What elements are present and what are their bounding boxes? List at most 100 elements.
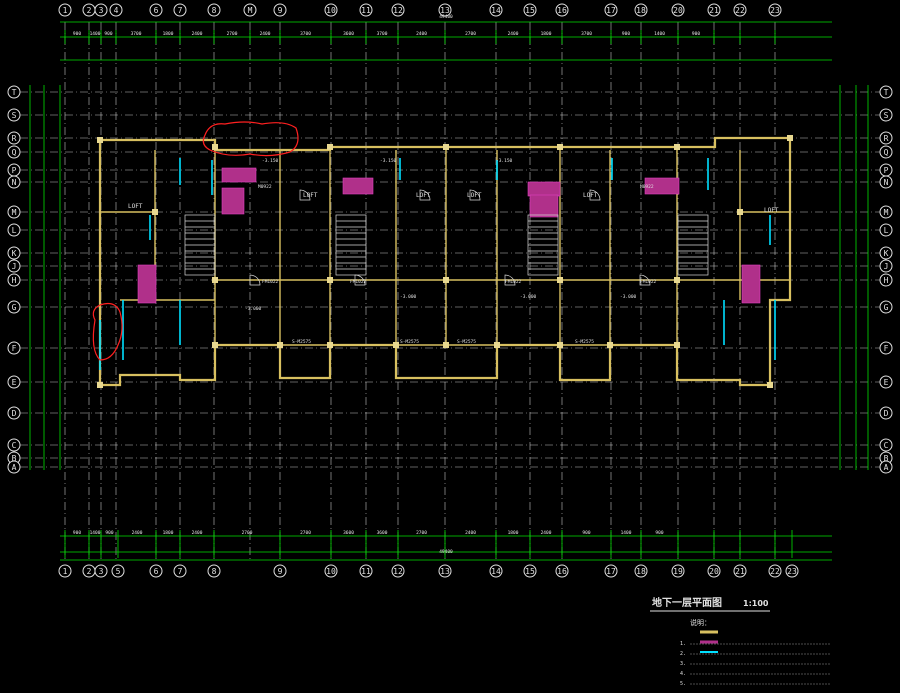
axis-bubble-circle	[879, 85, 893, 99]
axis-bubble: 23	[768, 3, 782, 17]
axis-bubble-circle	[391, 564, 405, 578]
axis-bubble-circle	[707, 3, 721, 17]
revision-cloud	[92, 302, 123, 361]
axis-bubble-label: 13	[440, 6, 450, 15]
axis-bubble: B	[879, 451, 893, 465]
axis-bubble-circle	[7, 460, 21, 474]
axis-bubble: 20	[707, 564, 721, 578]
axis-bubble: C	[879, 438, 893, 452]
axis-bubble-circle	[768, 3, 782, 17]
axis-bubble-label: 10	[326, 567, 336, 576]
axis-bubble: 14	[489, 564, 503, 578]
dimension-text-bottom: 3600	[377, 530, 388, 536]
dimension-text-top: 2400	[508, 31, 519, 37]
structural-column	[674, 144, 680, 150]
axis-bubble-circle	[7, 108, 21, 122]
elevation-label: -3.000	[520, 294, 537, 300]
door-tag: FM1022	[505, 279, 522, 285]
exterior-wall	[98, 136, 792, 387]
axis-bubble: 12	[391, 564, 405, 578]
axis-bubble-circle	[523, 3, 537, 17]
dimension-text-bottom: 2400	[192, 530, 203, 536]
axis-bubble-circle	[785, 564, 799, 578]
axis-bubble-circle	[359, 564, 373, 578]
dimension-text-top: 2400	[192, 31, 203, 37]
axis-bubble: A	[7, 460, 21, 474]
axis-bubble-circle	[149, 564, 163, 578]
axis-bubble-circle	[7, 205, 21, 219]
axis-bubble: N	[879, 175, 893, 189]
axis-bubble-label: Q	[884, 148, 889, 157]
axis-bubble-circle	[391, 3, 405, 17]
axis-bubble: 10	[324, 3, 338, 17]
notes-heading: 说明：	[690, 618, 711, 627]
axis-bubble-label: 6	[154, 567, 159, 576]
axis-bubble-label: 5	[116, 567, 121, 576]
axis-bubble-label: 7	[178, 567, 183, 576]
axis-bubble-label: M	[248, 6, 253, 15]
structural-column	[443, 277, 449, 283]
axis-bubble-label: B	[884, 454, 889, 463]
axis-bubble-label: 16	[557, 567, 567, 576]
axis-bubble-circle	[173, 564, 187, 578]
axis-bubble-label: D	[884, 409, 889, 418]
axis-bubble-circle	[273, 3, 287, 17]
door-swing	[419, 189, 431, 201]
axis-bubble-label: P	[884, 166, 889, 175]
notes-block: 1.2.3.4.5.	[680, 630, 830, 687]
axis-bubble: F	[879, 341, 893, 355]
axis-bubble-circle	[555, 564, 569, 578]
stair-hatch	[137, 264, 157, 304]
axis-bubble: P	[7, 163, 21, 177]
axis-bubble-label: R	[12, 134, 17, 143]
dimension-text-top: 3700	[581, 31, 592, 37]
axis-bubble: 19	[671, 564, 685, 578]
dimension-text-bottom: 900	[105, 530, 113, 536]
structural-column	[393, 342, 399, 348]
axis-bubble-label: G	[884, 303, 889, 312]
axis-bubble-circle	[604, 3, 618, 17]
axis-bubble-label: 6	[154, 6, 159, 15]
axis-bubble: K	[879, 246, 893, 260]
axis-bubble: 20	[671, 3, 685, 17]
structural-column	[557, 144, 563, 150]
dimension-text-top: 900	[104, 31, 112, 37]
axis-bubble: 21	[707, 3, 721, 17]
axis-bubble: 14	[489, 3, 503, 17]
axis-bubble-circle	[733, 564, 747, 578]
axis-bubble-label: H	[884, 276, 889, 285]
axis-bubble-circle	[58, 3, 72, 17]
axis-bubble-circle	[7, 273, 21, 287]
axis-bubble: 22	[768, 564, 782, 578]
axis-bubble: P	[879, 163, 893, 177]
axis-bubble-circle	[671, 564, 685, 578]
axis-bubble: 11	[359, 564, 373, 578]
structural-column	[152, 209, 158, 215]
axis-bubble-label: C	[884, 441, 889, 450]
axis-bubble: Q	[7, 145, 21, 159]
axis-bubble: 18	[634, 3, 648, 17]
axis-bubble-label: S	[884, 111, 889, 120]
axis-bubble: 13	[438, 564, 452, 578]
axis-bubble: 9	[273, 564, 287, 578]
axis-bubble: 21	[733, 564, 747, 578]
axis-bubble-circle	[879, 205, 893, 219]
axis-bubble-circle	[7, 175, 21, 189]
axis-bubble-label: 10	[326, 6, 336, 15]
axis-bubble-label: N	[12, 178, 17, 187]
axis-bubble: 4	[109, 3, 123, 17]
door-tag: M0922	[640, 184, 654, 190]
dimension-text-top: 900	[73, 31, 81, 37]
axis-bubble-label: 15	[525, 6, 535, 15]
room-label: LOFT	[128, 203, 143, 210]
axis-bubble-label: D	[12, 409, 17, 418]
axis-bubble: 8	[207, 564, 221, 578]
note-item: 2.	[680, 651, 686, 657]
axis-bubble-label: 17	[606, 567, 616, 576]
stair-hatch	[741, 264, 761, 304]
axis-bubble-circle	[879, 145, 893, 159]
axis-bubble-label: P	[12, 166, 17, 175]
axis-bubble: 15	[523, 3, 537, 17]
